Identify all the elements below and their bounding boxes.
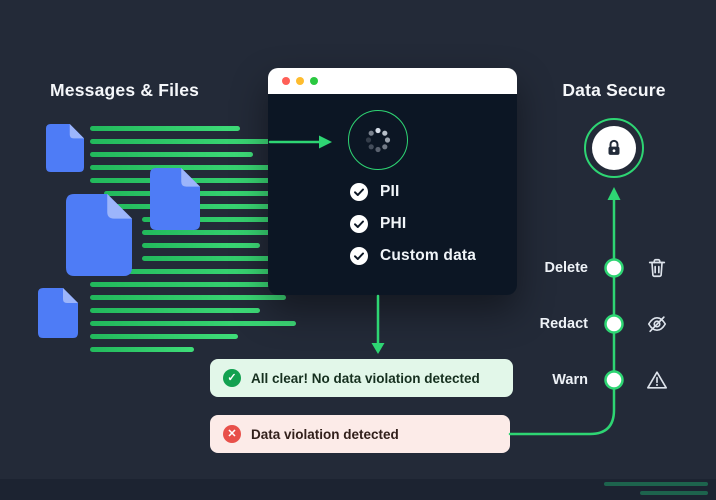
file-icon [150, 168, 200, 230]
scan-icon [348, 110, 408, 170]
message-line [142, 243, 260, 248]
data-secure-ring [584, 118, 644, 178]
message-line [90, 308, 260, 313]
lock-circle [592, 126, 636, 170]
arrow-up-head [607, 187, 621, 200]
messages-files-title: Messages & Files [50, 80, 200, 100]
action-label-redact: Redact [539, 316, 588, 332]
scan-dots-icon [365, 127, 391, 153]
all-clear-banner: ✓ All clear! No data violation detected [210, 359, 513, 397]
minimize-window-dot[interactable] [296, 77, 304, 85]
message-line [104, 204, 286, 209]
message-line [90, 295, 286, 300]
message-line [90, 139, 280, 144]
x-circle-icon: ✕ [223, 425, 241, 443]
decor-line [640, 491, 708, 495]
detection-item: Custom data [350, 240, 476, 272]
decor-line [604, 482, 708, 486]
violation-banner: ✕ Data violation detected [210, 415, 510, 453]
message-line [90, 347, 194, 352]
timeline-node-redact [604, 314, 624, 334]
message-line [90, 321, 296, 326]
lock-icon [608, 139, 620, 155]
check-icon [350, 247, 368, 265]
message-line [90, 334, 238, 339]
message-line [90, 269, 295, 274]
message-line [90, 152, 253, 157]
close-window-dot[interactable] [282, 77, 290, 85]
check-icon [350, 183, 368, 201]
action-label-warn: Warn [552, 372, 588, 388]
detection-label: PII [380, 183, 400, 200]
action-label-delete: Delete [544, 260, 588, 276]
scanner-window: PII PHI Custom data [268, 68, 517, 295]
file-icon [66, 194, 132, 276]
maximize-window-dot[interactable] [310, 77, 318, 85]
bottom-band [0, 479, 716, 500]
file-icon [46, 124, 84, 172]
detection-item: PII [350, 176, 476, 208]
warning-icon [646, 369, 668, 391]
violation-text: Data violation detected [251, 426, 399, 442]
detection-list: PII PHI Custom data [350, 176, 476, 272]
message-line [90, 165, 295, 170]
timeline-node-warn [604, 370, 624, 390]
check-icon [350, 215, 368, 233]
data-secure-title: Data Secure [562, 80, 666, 100]
window-titlebar [268, 68, 517, 94]
eye-off-icon [646, 313, 668, 335]
file-icon [38, 288, 78, 338]
detection-label: PHI [380, 215, 407, 232]
message-line [90, 126, 240, 131]
check-circle-icon: ✓ [223, 369, 241, 387]
detection-label: Custom data [380, 247, 477, 264]
trash-icon [646, 257, 668, 279]
arrow-down-head [371, 343, 385, 354]
detection-item: PHI [350, 208, 476, 240]
window-body: PII PHI Custom data [268, 94, 517, 295]
all-clear-text: All clear! No data violation detected [251, 370, 480, 386]
timeline-node-delete [604, 258, 624, 278]
